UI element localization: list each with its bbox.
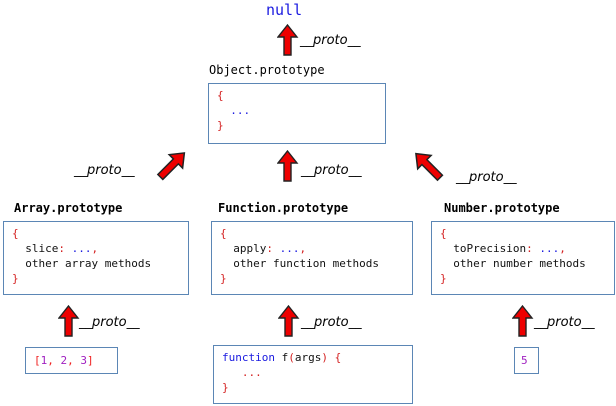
code-token: }: [12, 272, 19, 285]
node-box-number-prototype: { toPrecision: ..., other number methods…: [431, 221, 615, 295]
edge-label-numinst-to-number: __proto__: [534, 315, 595, 330]
code-token: ...: [222, 366, 262, 379]
code-line: 5: [521, 353, 538, 368]
code-token: ,: [47, 354, 61, 367]
code-token: 5: [521, 354, 528, 367]
code-token: ,: [299, 242, 307, 255]
code-line: apply: ...,: [220, 241, 412, 256]
code-line: {: [220, 226, 412, 241]
edge-label-number-to-object: __proto__: [456, 170, 517, 185]
node-code-array-prototype: { slice: ..., other array methods}: [4, 222, 188, 286]
code-token: ...: [279, 242, 300, 255]
node-label-array-prototype: Array.prototype: [14, 201, 123, 215]
code-token: apply: [220, 242, 267, 255]
code-token: {: [217, 89, 224, 102]
arrow-arrayinst-to-array: [58, 305, 80, 337]
edge-label-object-to-null: __proto__: [300, 33, 361, 48]
code-token: :: [526, 242, 533, 255]
edge-label-arrayinst-to-array: __proto__: [79, 315, 140, 330]
code-token: {: [440, 227, 447, 240]
code-token: :: [266, 242, 273, 255]
code-token: 2: [60, 354, 68, 367]
code-token: args: [294, 351, 322, 364]
code-line: ...: [217, 103, 385, 118]
code-token: ,: [559, 242, 566, 255]
node-code-function-prototype: { apply: ..., other function methods}: [212, 222, 412, 286]
node-box-number-instance: 5: [514, 347, 539, 374]
code-token: slice: [12, 242, 59, 255]
code-line: }: [217, 118, 385, 133]
code-token: ]: [87, 354, 94, 367]
node-box-object-prototype: { ...}: [208, 83, 386, 144]
edge-label-function-to-object: __proto__: [301, 163, 362, 178]
arrow-number-to-object: [415, 152, 444, 182]
code-token: f: [274, 351, 289, 364]
code-token: toPrecision: [440, 242, 527, 255]
node-code-number-instance: 5: [515, 348, 538, 368]
edge-label-array-to-object: __proto__: [74, 163, 135, 178]
code-line: {: [440, 226, 614, 241]
node-box-function-prototype: { apply: ..., other function methods}: [211, 221, 413, 295]
code-token: ...: [71, 242, 92, 255]
code-token: other function methods: [220, 257, 379, 270]
code-token: function: [222, 351, 275, 364]
code-line: toPrecision: ...,: [440, 241, 614, 256]
code-token: {: [12, 227, 19, 240]
code-token: {: [334, 351, 342, 364]
node-box-function-instance: function f(args) { ...}: [213, 345, 413, 404]
code-token: ,: [67, 354, 81, 367]
code-token: }: [217, 119, 224, 132]
code-line: }: [220, 271, 412, 286]
code-line: other number methods: [440, 256, 614, 271]
node-code-array-instance: [1, 2, 3]: [26, 348, 117, 368]
arrow-object-to-null: [277, 24, 299, 56]
code-line: slice: ...,: [12, 241, 188, 256]
node-null: null: [266, 1, 303, 19]
code-token: [65, 242, 72, 255]
code-token: ...: [217, 104, 251, 117]
arrow-funcinst-to-function: [278, 305, 300, 337]
code-token: [: [34, 354, 41, 367]
code-line: {: [217, 88, 385, 103]
code-line: other function methods: [220, 256, 412, 271]
arrow-array-to-object: [156, 152, 186, 181]
code-line: function f(args) {: [222, 350, 412, 365]
code-line: }: [440, 271, 614, 286]
code-line: {: [12, 226, 188, 241]
code-token: (: [288, 351, 295, 364]
code-line: }: [222, 380, 412, 395]
code-token: [273, 242, 280, 255]
edge-label-funcinst-to-function: __proto__: [301, 315, 362, 330]
code-token: 3: [80, 354, 87, 367]
code-token: }: [220, 272, 227, 285]
code-token: 1: [40, 354, 48, 367]
node-box-array-prototype: { slice: ..., other array methods}: [3, 221, 189, 295]
node-label-object-prototype: Object.prototype: [209, 63, 325, 77]
code-token: other array methods: [12, 257, 152, 270]
code-token: :: [58, 242, 65, 255]
code-token: [328, 351, 335, 364]
code-line: ...: [222, 365, 412, 380]
code-line: other array methods: [12, 256, 188, 271]
code-token: ): [321, 351, 328, 364]
code-token: }: [222, 381, 229, 394]
node-code-function-instance: function f(args) { ...}: [214, 346, 412, 395]
code-token: ...: [539, 242, 560, 255]
node-code-number-prototype: { toPrecision: ..., other number methods…: [432, 222, 614, 286]
code-token: other number methods: [440, 257, 586, 270]
code-line: }: [12, 271, 188, 286]
code-line: [1, 2, 3]: [34, 353, 117, 368]
arrow-function-to-object: [277, 150, 299, 182]
code-token: }: [440, 272, 447, 285]
node-label-function-prototype: Function.prototype: [218, 201, 349, 215]
node-code-object-prototype: { ...}: [209, 84, 385, 133]
code-token: ,: [91, 242, 99, 255]
node-label-number-prototype: Number.prototype: [444, 201, 560, 215]
arrow-numinst-to-number: [512, 305, 534, 337]
code-token: {: [220, 227, 227, 240]
node-box-array-instance: [1, 2, 3]: [25, 347, 118, 374]
